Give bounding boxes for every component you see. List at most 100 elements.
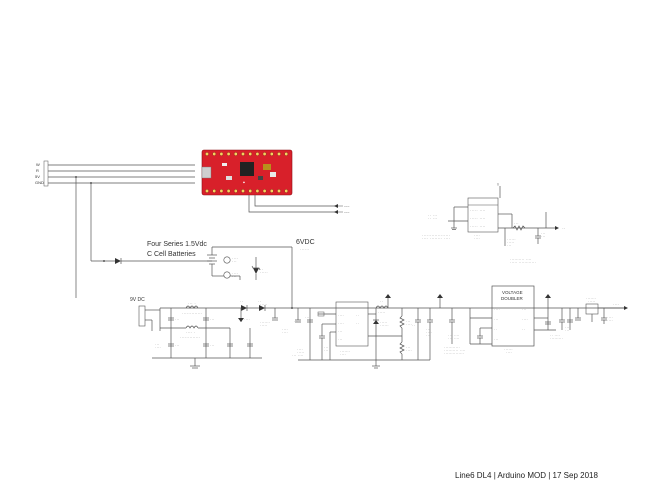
main-power-rail: 9V DC ... . ............. .... . .......… <box>130 297 626 369</box>
svg-text:..: .. <box>356 322 359 325</box>
svg-text:...: ... <box>305 316 309 319</box>
svg-text:...: ... <box>338 338 342 341</box>
svg-text:...: ... <box>232 260 237 263</box>
board-pin-hole <box>241 189 245 193</box>
svg-text:.....: ..... <box>378 311 385 314</box>
svg-text:......: ...... <box>507 238 516 241</box>
svg-text:....: .... <box>506 351 512 354</box>
arduino-board: ◆ <box>201 149 293 196</box>
svg-text:......: ...... <box>300 248 309 251</box>
svg-text:..... ....: ..... .... <box>470 209 486 212</box>
svg-text:..: .. <box>562 226 566 230</box>
board-pin-hole <box>255 152 260 156</box>
board-pin-row-bottom <box>205 189 289 193</box>
net-label-2: ~~~ <box>344 211 350 215</box>
connector-pin-gnd: GND <box>35 180 44 185</box>
connector-block: W R 5V GND <box>35 160 49 187</box>
voltage-doubler-line1: VOLTAGE <box>502 290 523 295</box>
svg-text:....: .... <box>607 319 613 322</box>
svg-text:....: .... <box>406 323 412 326</box>
svg-text:....: .... <box>340 353 346 356</box>
board-pin-hole <box>212 189 217 193</box>
connector-pin-5v: 5V <box>35 174 40 179</box>
board-pin-hole <box>226 189 231 193</box>
svg-text:...: ... <box>232 275 237 278</box>
svg-text:..................: .................. <box>422 234 450 237</box>
svg-text:...: ... <box>406 346 410 349</box>
voltage-doubler-line2: DOUBLER <box>501 296 524 301</box>
battery-note-line2: C Cell Batteries <box>147 251 196 258</box>
svg-text:....: .... <box>244 318 250 321</box>
svg-text:....: .... <box>406 349 412 352</box>
svg-text:.. ....: .. .... <box>550 334 560 337</box>
board-pin-hole <box>205 152 209 156</box>
svg-text:...: ... <box>175 318 179 321</box>
board-pin-hole <box>269 189 274 193</box>
svg-text:...: ... <box>406 320 410 323</box>
board-pin-hole <box>277 152 281 156</box>
svg-text:... ....: ... .... <box>448 334 460 337</box>
board-pin-hole <box>248 152 253 156</box>
bus-wires <box>48 164 212 298</box>
svg-text:....: .... <box>282 331 288 334</box>
svg-text:.... .: .... . <box>186 331 195 334</box>
svg-text:.. ...: .. ... <box>428 214 437 217</box>
svg-text:......: ...... <box>504 348 513 351</box>
regulator-subcircuit: ╥ ..... .... ..... .... ..... .... .... … <box>422 182 566 264</box>
svg-text:...: ... <box>514 222 519 225</box>
buck-regulator: .... .... .... .... .... ... ... .. .. .… <box>282 294 443 369</box>
svg-text:....: .... <box>607 316 613 319</box>
svg-text:....: .... <box>522 318 528 321</box>
board-pin-hole <box>226 152 231 156</box>
board-pin-hole <box>262 189 267 193</box>
svg-text:....: .... <box>613 303 619 306</box>
svg-text:...........: ........... <box>444 346 460 349</box>
svg-text:..: .. <box>356 314 359 317</box>
board-pin-hole <box>284 189 289 193</box>
net-label-1: ~~~ <box>344 205 350 209</box>
input-9v-label: 9V DC <box>130 297 145 303</box>
board-pin-hole <box>248 189 253 193</box>
svg-text:....: .... <box>426 331 432 334</box>
connector-pin-r: R <box>36 168 39 173</box>
svg-text:.............: ............. <box>182 312 202 315</box>
svg-text:...: ... <box>507 244 511 247</box>
svg-text:...: ... <box>494 318 498 321</box>
svg-text:... ....: ... .... <box>448 337 460 340</box>
svg-text:..: .. <box>260 268 263 271</box>
svg-text:...: ... <box>324 346 328 349</box>
battery-note-line1: Four Series 1.5Vdc <box>147 241 207 248</box>
board-pin-hole <box>255 189 260 193</box>
board-pin-hole <box>233 152 238 156</box>
svg-text:..: .. <box>380 300 383 303</box>
svg-text:.......... ....: .......... .... <box>444 349 466 352</box>
board-pin-hole <box>219 152 224 156</box>
svg-text:....: .... <box>474 237 480 240</box>
svg-text:...: ... <box>426 334 430 337</box>
svg-text:..... ....: ..... .... <box>470 217 486 220</box>
svg-text:.........: ......... <box>550 337 563 340</box>
svg-text:....: .... <box>232 257 238 260</box>
svg-text:.....: ..... <box>380 321 387 324</box>
svg-text:.....: ..... <box>588 300 595 303</box>
svg-text:.....: ..... <box>260 303 267 306</box>
svg-text:.......: ....... <box>340 350 350 353</box>
svg-text:.. ...: .. ... <box>428 217 437 220</box>
board-pin-hole <box>212 152 217 156</box>
svg-text:...: ... <box>522 308 526 311</box>
svg-text:...: ... <box>541 232 545 235</box>
svg-text:....: .... <box>232 272 238 275</box>
svg-text:...: ... <box>426 328 430 331</box>
svg-text:....: .... <box>338 314 344 317</box>
board-pin-hole <box>233 189 238 193</box>
svg-text:.....: ..... <box>297 351 304 354</box>
svg-text:..: .. <box>258 300 261 303</box>
footer-caption: Line6 DL4 | Arduino MOD | 17 Sep 2018 <box>455 471 598 480</box>
svg-text:....: .... <box>155 346 161 349</box>
board-pin-hole <box>219 189 224 193</box>
board-signal-wires: ~~~ ~~~ <box>248 195 350 215</box>
svg-text:....: .... <box>297 348 303 351</box>
svg-text:...: ... <box>565 329 569 332</box>
svg-text:... .: ... . <box>188 302 196 305</box>
